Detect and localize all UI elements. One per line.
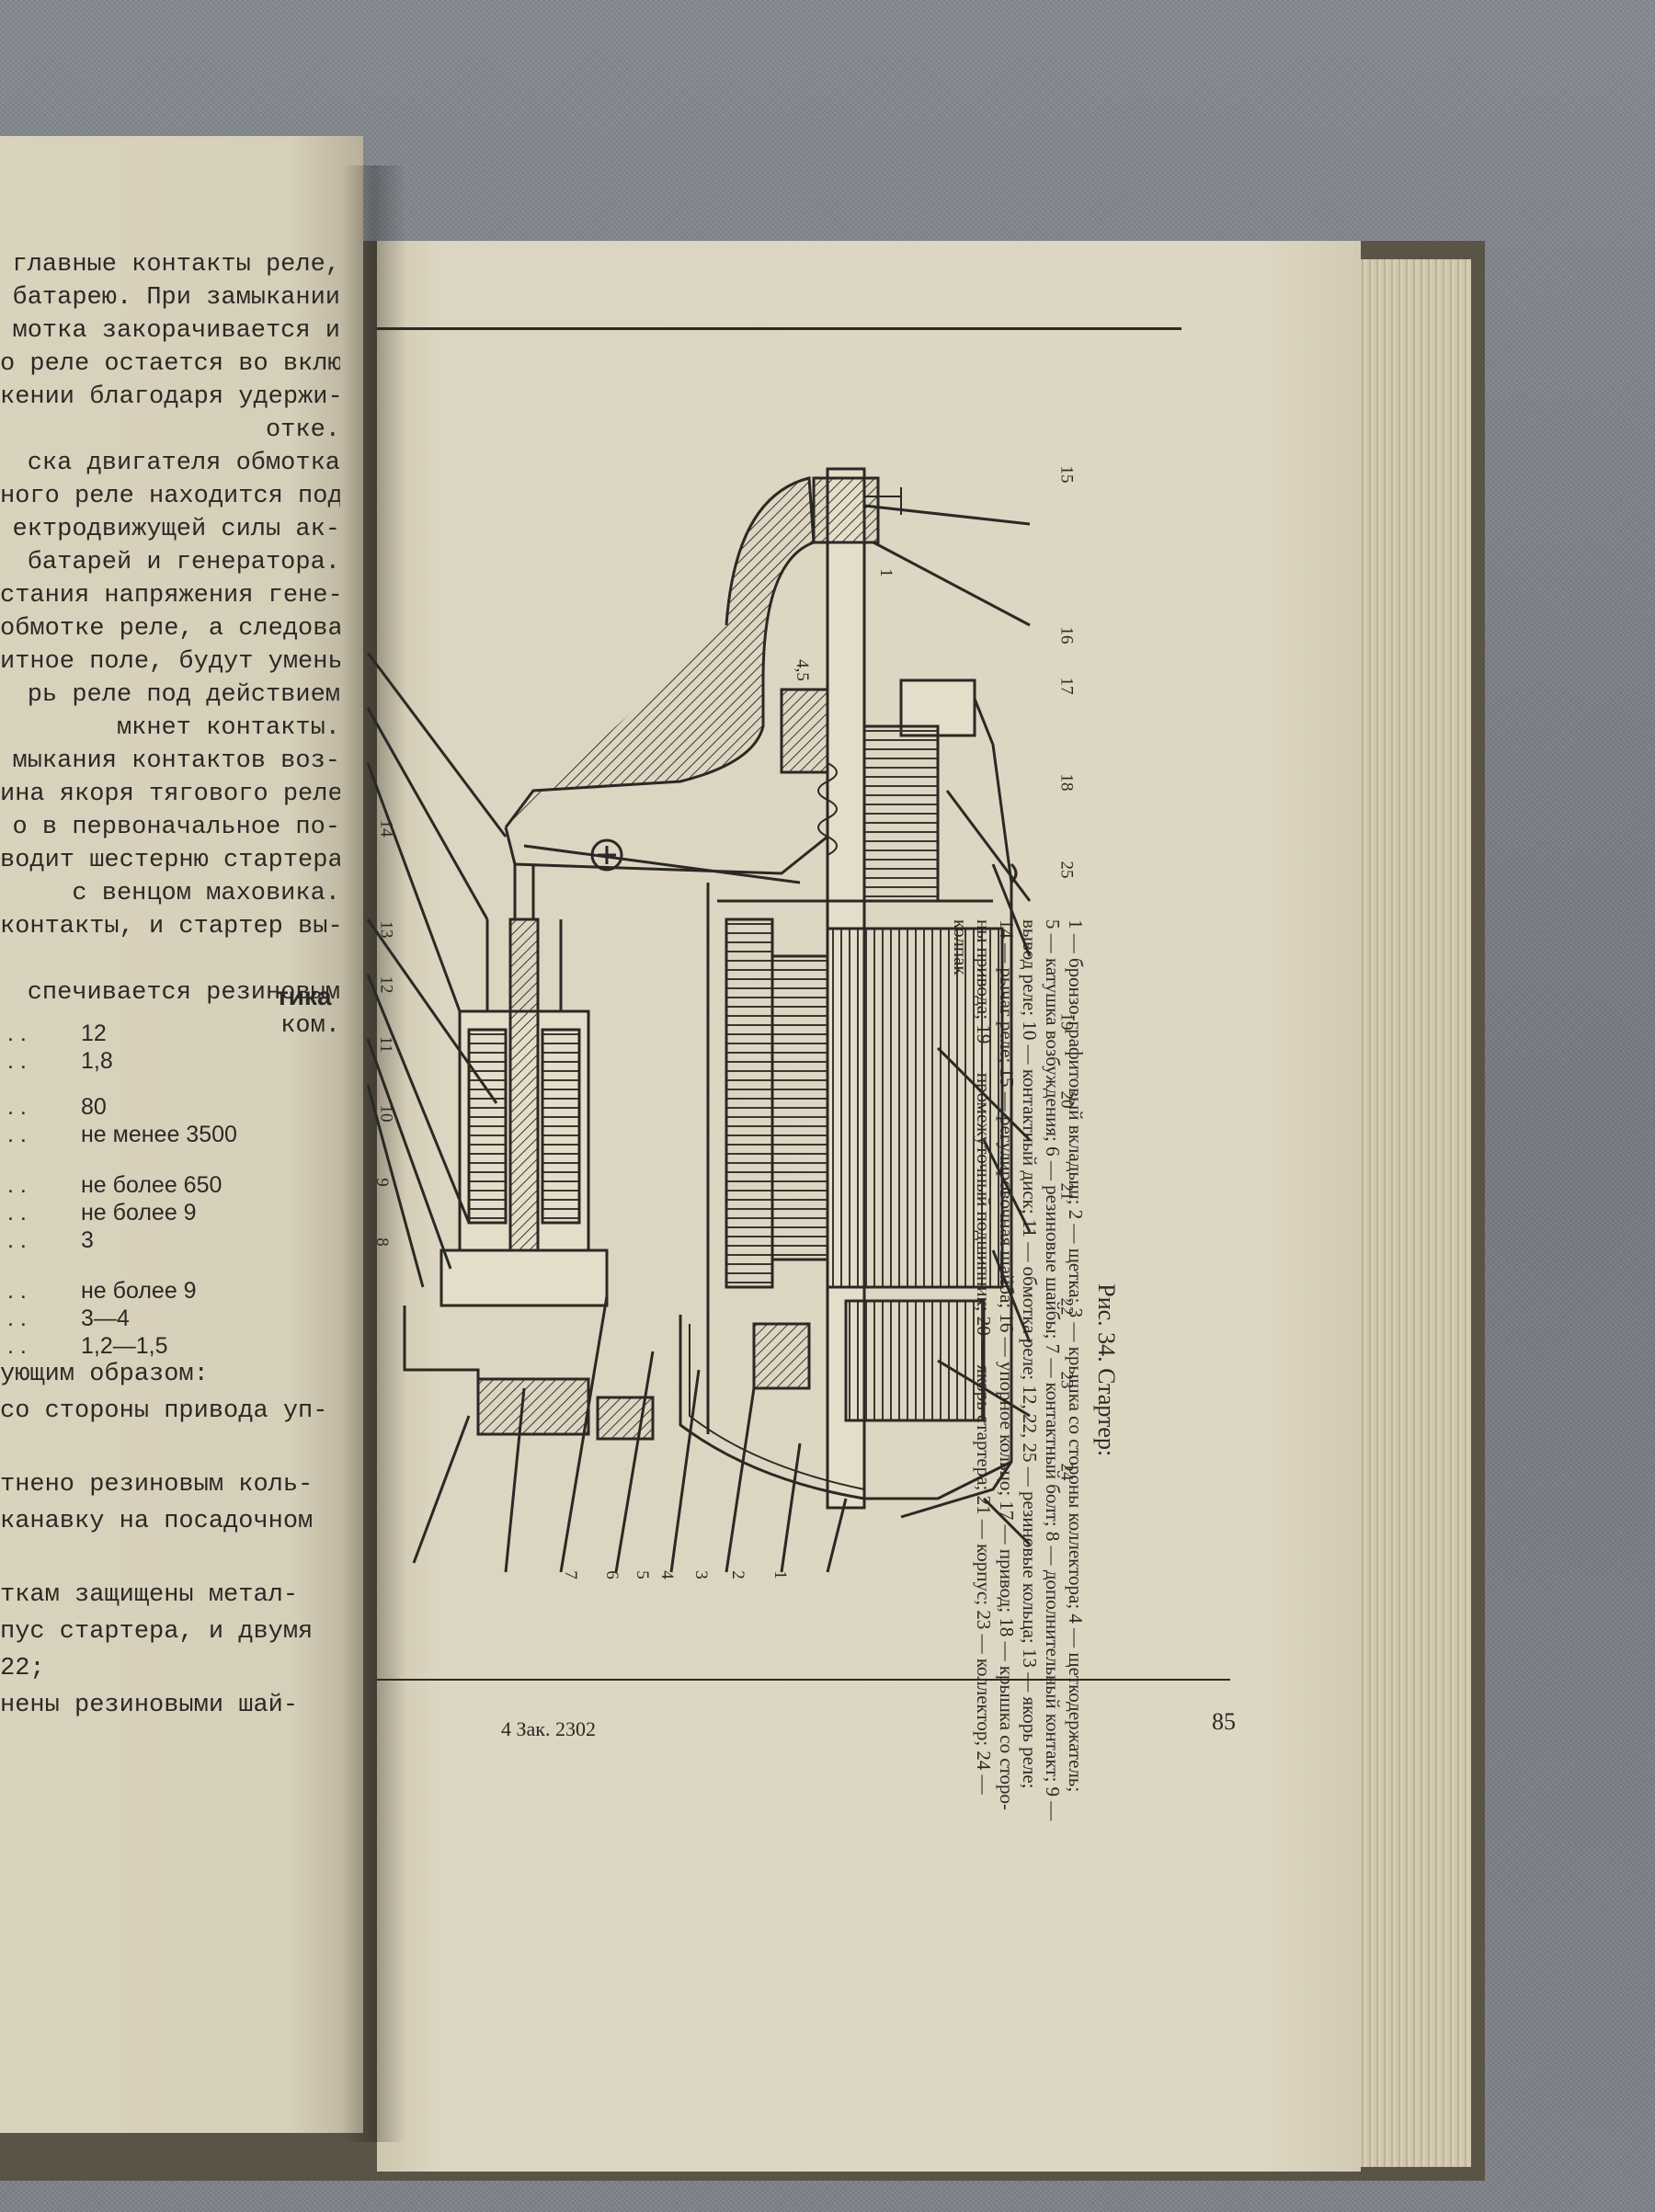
body-line: итное поле, будут умень-: [0, 648, 340, 676]
leader-dots: . .: [7, 1048, 27, 1074]
left-section-heading: тика: [276, 982, 332, 1010]
body-line: кении благодаря удержи-: [0, 383, 340, 411]
body-line: ного реле находится под: [0, 483, 340, 510]
callout-8: 8: [371, 1237, 392, 1247]
callout-2: 2: [727, 1570, 748, 1579]
dimension-label-small: 1: [875, 568, 896, 577]
callout-3: 3: [691, 1570, 711, 1579]
spec-value: 1,2—1,5: [81, 1333, 168, 1359]
legend-line: колпак: [950, 919, 972, 975]
legend-line: ны привода; 19 — промежуточный подшипник…: [973, 919, 995, 1795]
body-line: контакты, и стартер вы-: [0, 913, 340, 941]
callout-9: 9: [371, 1178, 392, 1187]
body-line: мыкания контактов воз-: [12, 747, 340, 775]
body-line: батарею. При замыкании: [12, 284, 340, 312]
body-line: рь реле под действием: [27, 681, 340, 709]
callout-6: 6: [601, 1570, 622, 1579]
body-line: мкнет контакты.: [116, 714, 340, 742]
body-line: спечивается резиновым: [27, 979, 340, 1007]
body-line: ектродвижущей силы ак-: [12, 516, 340, 543]
callout-11: 11: [376, 1035, 396, 1054]
legend-line: 1 — бронзо-графитовый вкладыш; 2 — щетка…: [1065, 919, 1087, 1793]
spec-value: не менее 3500: [81, 1122, 237, 1147]
legend-line: 14 — рычаг реле; 15 — регулировочная шай…: [996, 919, 1018, 1811]
figure-title: Рис. 34. Стартер:: [1093, 1283, 1120, 1457]
header-rule: [377, 327, 1181, 330]
callout-4: 4: [656, 1570, 677, 1579]
spec-value: 12: [81, 1020, 107, 1046]
left-page-body-text: главные контакты реле, батарею. При замык…: [0, 248, 340, 1043]
callout-5: 5: [632, 1570, 652, 1579]
body-line: о реле остается во вклю-: [0, 350, 340, 378]
body-line: мотка закорачивается и: [12, 317, 340, 345]
dimension-label: 4,5: [792, 659, 812, 681]
callout-15: 15: [1056, 465, 1077, 484]
leader-dots: . .: [7, 1020, 27, 1046]
left-page: [0, 136, 363, 2133]
leader-dots: . .: [7, 1122, 27, 1147]
body-line: [0, 943, 340, 976]
callout-13: 13: [376, 920, 396, 939]
spec-value: 3: [81, 1227, 94, 1253]
body-line: ткам защищены метал-: [0, 1581, 299, 1609]
callout-1: 1: [770, 1570, 790, 1579]
callout-25: 25: [1056, 861, 1077, 879]
callout-18: 18: [1056, 773, 1077, 792]
page-block-edges: [1359, 259, 1471, 2167]
spec-value: не более 650: [81, 1172, 223, 1198]
callout-17: 17: [1056, 677, 1077, 695]
body-line: обмотке реле, а следова-: [0, 615, 340, 643]
body-line: водит шестерню стартера: [0, 847, 340, 874]
body-line: главные контакты реле,: [12, 251, 340, 279]
body-line: ком.: [280, 1012, 340, 1040]
body-line: нены резиновыми шай-: [0, 1692, 299, 1719]
callout-14: 14: [376, 819, 396, 838]
body-line: батарей и генератора.: [27, 549, 340, 576]
body-line: канавку на посадочном: [0, 1508, 314, 1535]
spec-value: не более 9: [81, 1278, 197, 1304]
callout-10: 10: [376, 1104, 396, 1123]
figure-caption: Рис. 34. Стартер: 1 — бронзо-графитовый …: [949, 919, 1120, 1820]
leader-dots: . .: [7, 1227, 27, 1253]
body-line: ина якоря тягового реле: [0, 781, 340, 808]
body-line: ующим образом:: [0, 1361, 209, 1388]
spec-value: не более 9: [81, 1200, 197, 1226]
page-number: 85: [1212, 1708, 1236, 1735]
footer-rule: [377, 1679, 1230, 1681]
leader-dots: . .: [7, 1306, 27, 1331]
leader-dots: . .: [7, 1094, 27, 1120]
spec-value: 3—4: [81, 1306, 130, 1331]
callout-12: 12: [376, 975, 396, 994]
callout-7: 7: [560, 1570, 580, 1579]
leader-dots: . .: [7, 1200, 27, 1226]
body-line: отке.: [265, 416, 340, 444]
spec-value: 80: [81, 1094, 107, 1120]
book-gutter-shadow: [342, 165, 406, 2142]
leader-dots: . .: [7, 1333, 27, 1359]
body-line: [0, 1540, 349, 1577]
left-page-lower-text: ующим образом: со стороны привода уп- тне…: [0, 1356, 349, 1724]
body-line: стания напряжения гене-: [0, 582, 340, 610]
body-line: 22;: [0, 1655, 45, 1682]
legend-line: 5 — катушка возбуждения; 6 — резиновые ш…: [1042, 919, 1064, 1821]
body-line: с венцом маховика.: [72, 880, 340, 907]
body-line: [0, 1430, 349, 1466]
body-line: пус стартера, и двумя: [0, 1618, 314, 1646]
starter-cross-section-drawing: [366, 467, 1032, 1573]
legend-line: вывод реле; 10 — контактный диск; 11 — о…: [1019, 919, 1041, 1789]
body-line: о в первоначальное по-: [12, 814, 340, 841]
body-line: со стороны привода уп-: [0, 1397, 328, 1425]
spec-value: 1,8: [81, 1048, 113, 1074]
printer-mark: 4 Зак. 2302: [501, 1717, 596, 1740]
figure-legend: 1 — бронзо-графитовый вкладыш; 2 — щетка…: [949, 919, 1087, 1820]
body-line: тнено резиновым коль-: [0, 1471, 314, 1499]
leader-dots: . .: [7, 1278, 27, 1304]
leader-dots: . .: [7, 1172, 27, 1198]
body-line: ска двигателя обмотка: [27, 450, 340, 477]
callout-16: 16: [1056, 626, 1077, 644]
